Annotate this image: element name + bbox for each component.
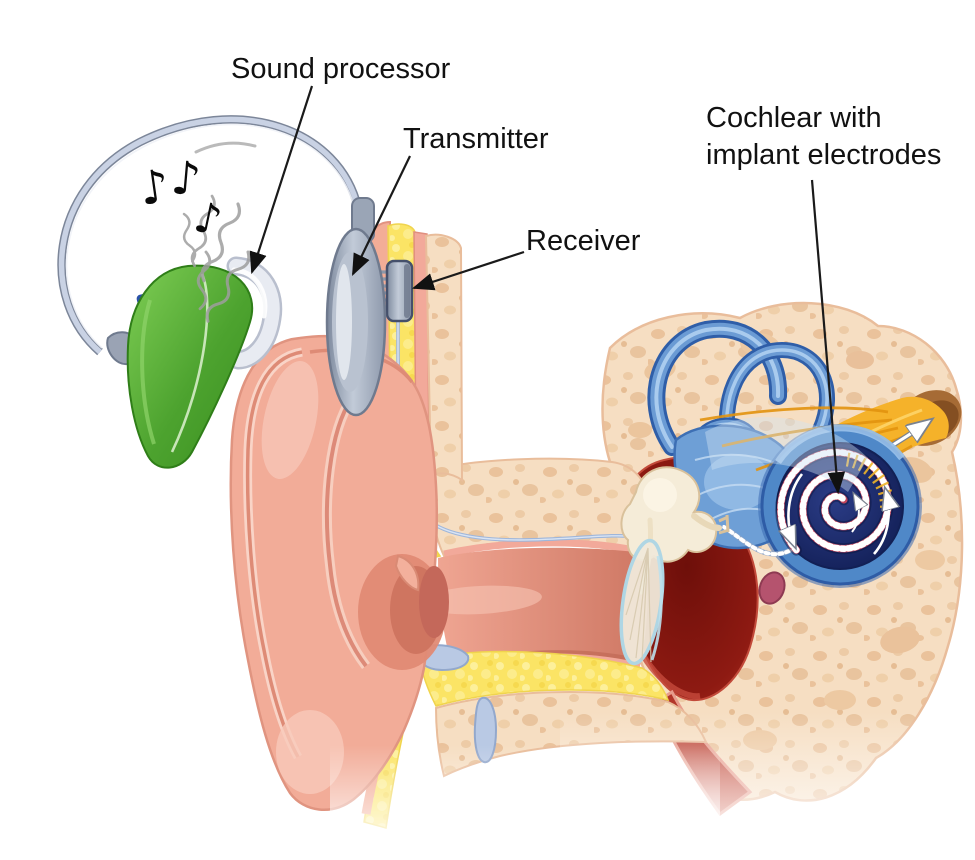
label-cochlea: Cochlear with implant electrodes bbox=[706, 102, 941, 495]
label-receiver: Receiver bbox=[411, 225, 641, 291]
earlobe bbox=[276, 710, 344, 794]
cochlea-label-line2: implant electrodes bbox=[706, 139, 941, 171]
stapes bbox=[718, 514, 730, 535]
processor-body bbox=[126, 264, 254, 469]
leader-line-receiver bbox=[411, 250, 525, 291]
sound-processor-label: Sound processor bbox=[231, 53, 451, 85]
cochlea-spiral bbox=[705, 416, 922, 605]
label-sound-processor: Sound processor bbox=[231, 53, 451, 275]
sound-waves-icon bbox=[182, 141, 257, 323]
eardrum bbox=[619, 538, 665, 666]
receiver-label: Receiver bbox=[526, 225, 641, 257]
nerve-membrane-sheet bbox=[705, 416, 868, 492]
transmitter-disc bbox=[325, 197, 387, 417]
headpiece-cable bbox=[57, 115, 363, 356]
outer-ear bbox=[229, 334, 449, 811]
leader-line-transmitter bbox=[352, 155, 411, 276]
music-note-icon: ♪ bbox=[169, 150, 203, 206]
round-window bbox=[758, 571, 786, 605]
tragus bbox=[394, 554, 420, 592]
bottom-right-fade bbox=[560, 712, 975, 860]
music-note-icon: ♪ bbox=[136, 158, 173, 216]
leader-line-cochlea bbox=[810, 179, 846, 495]
leader-line-sound-processor bbox=[249, 85, 314, 275]
label-transmitter: Transmitter bbox=[352, 123, 549, 276]
electrode-array bbox=[722, 446, 894, 557]
cochlea-label-line1: Cochlear with bbox=[706, 102, 882, 134]
semicircular-canals bbox=[647, 319, 835, 477]
transmitter-label: Transmitter bbox=[403, 123, 549, 155]
ear-canal bbox=[418, 547, 648, 666]
cochlea-flow-arrows bbox=[788, 473, 888, 555]
